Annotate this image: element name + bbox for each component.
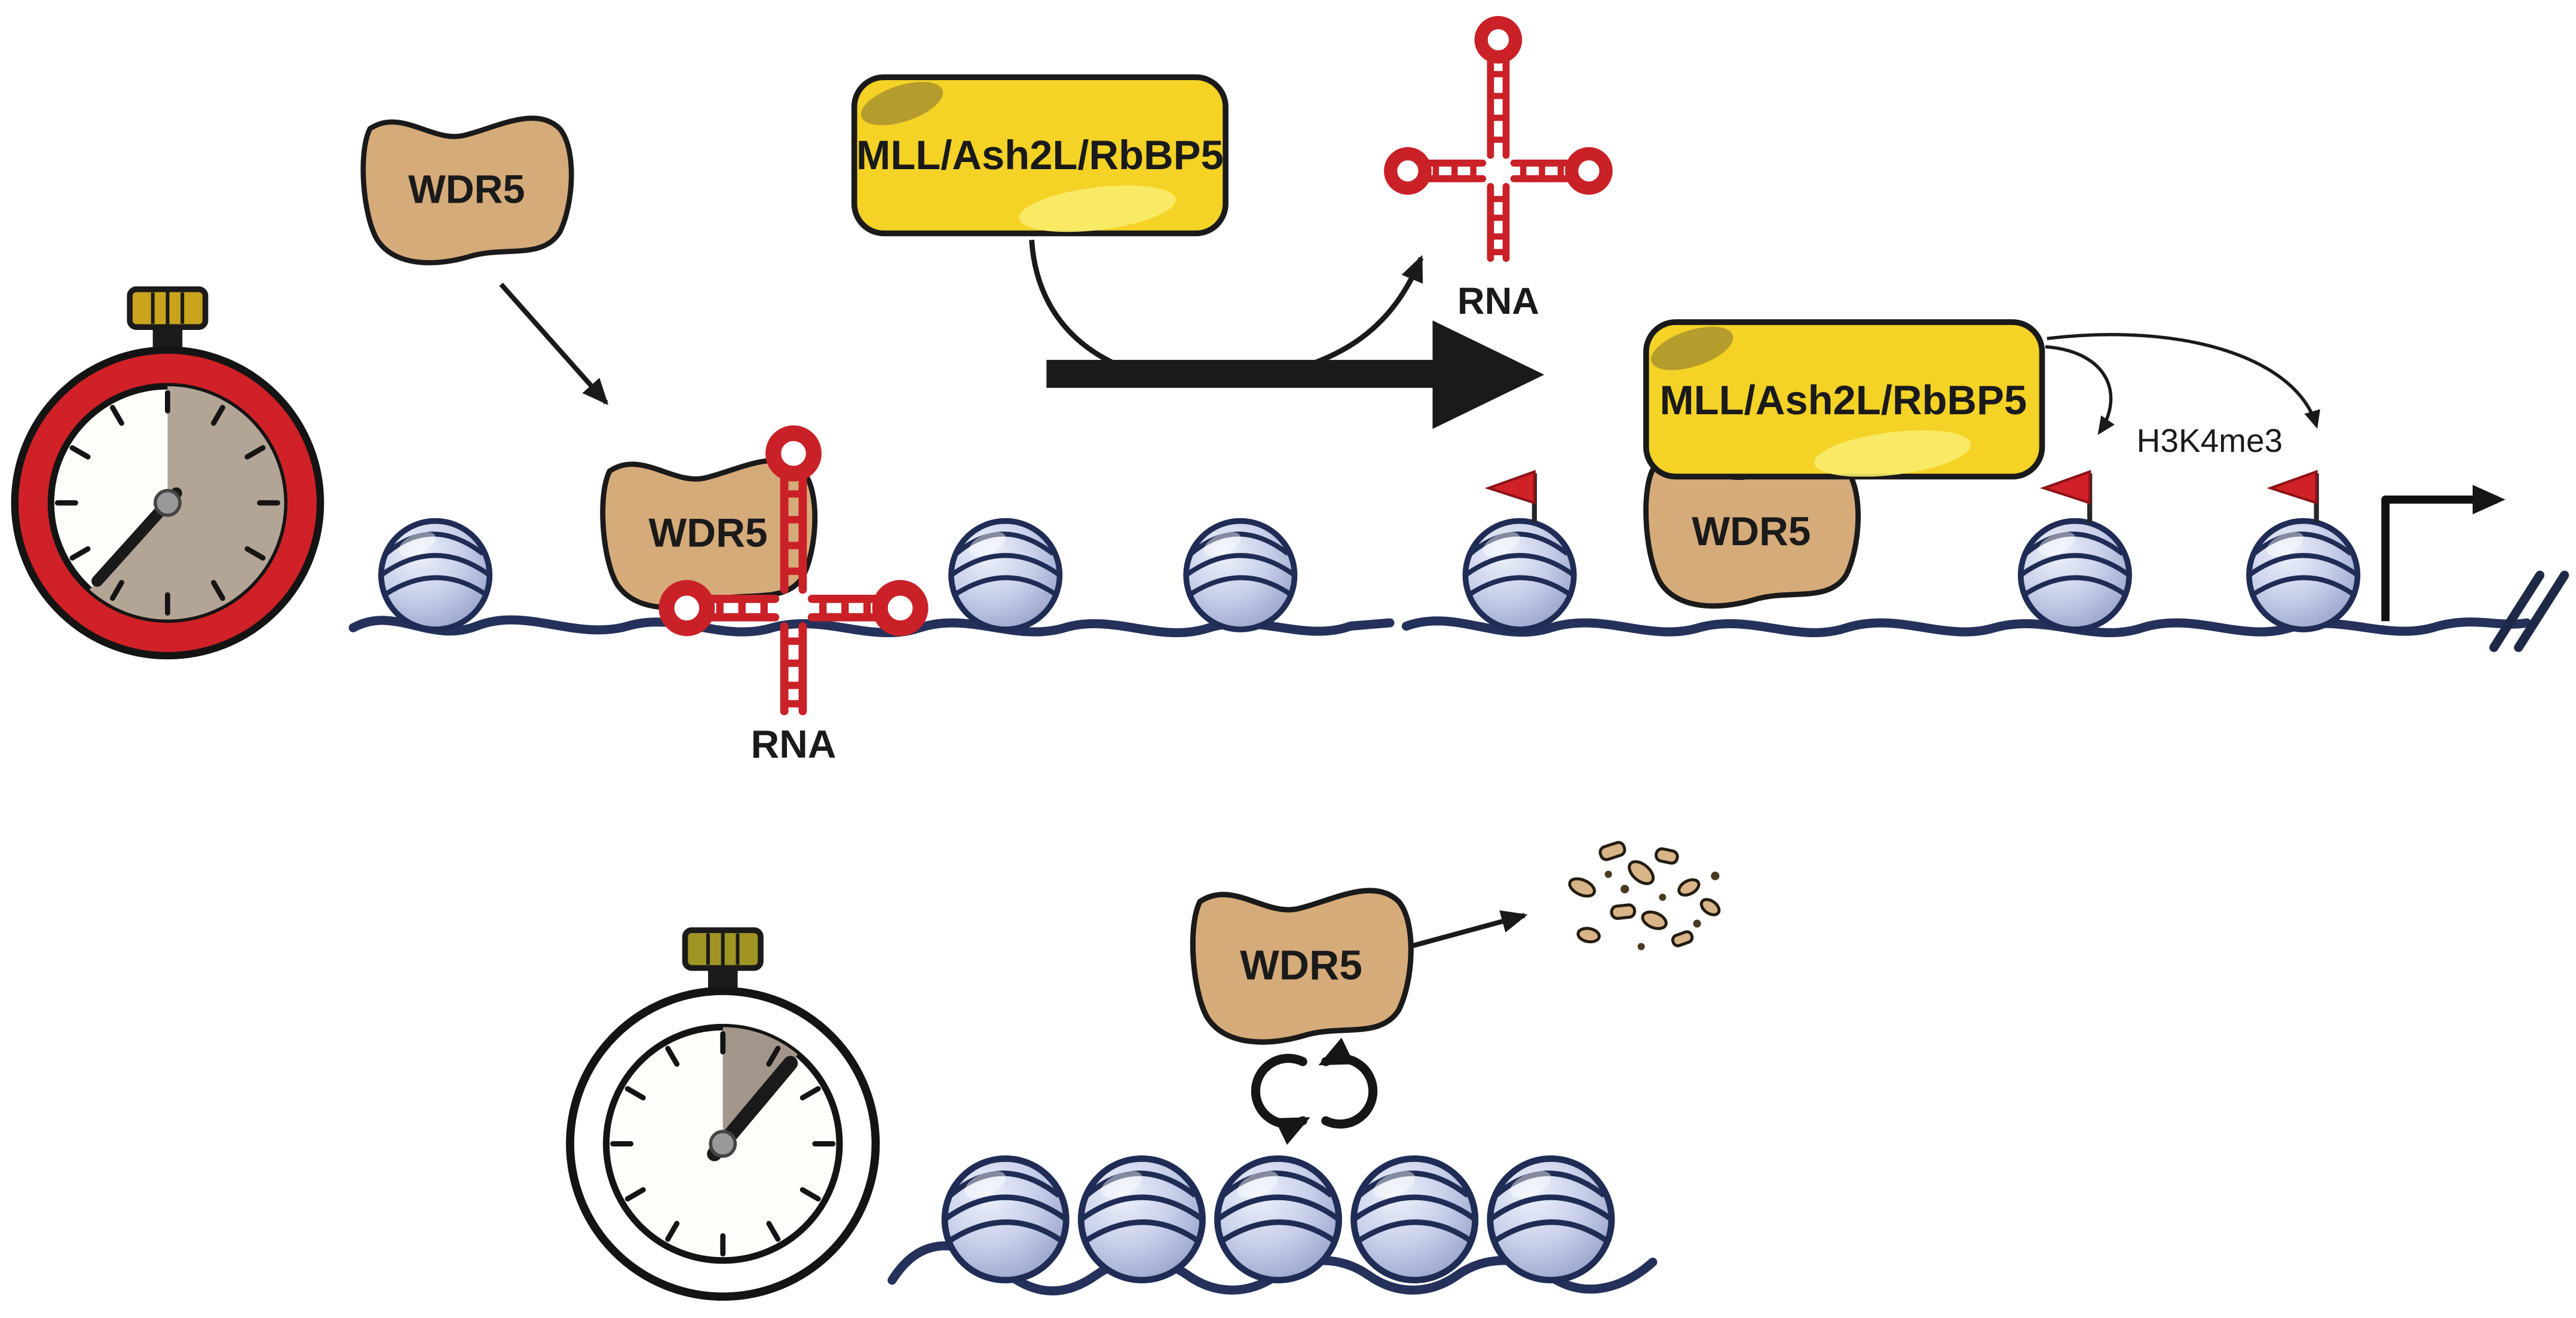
nucleosome [381,521,489,629]
rna-released-label: RNA [1457,280,1539,322]
h3k4me3-label: H3K4me3 [2137,422,2283,459]
box-shading [860,81,1176,233]
late-stopwatch-icon [566,927,880,1301]
nucleosome [1186,521,1294,629]
nucleosome [1217,1158,1338,1280]
nucleosome [1465,521,1573,629]
rna-cruciform [1390,23,1606,258]
box-shading [1651,326,1971,477]
reaction-arrow-shaft [1046,360,1438,388]
h3k4me3-flag-icon [2271,472,2317,522]
nucleosome [945,1158,1066,1280]
reaction-arrow-head [1432,320,1545,429]
nucleosome [1354,1158,1475,1280]
nucleosome [1081,1158,1202,1280]
degradation-arrow [1408,910,1528,949]
stopwatch-crown [127,286,209,348]
rna-released-structure [1390,23,1606,258]
wdr5-chromatin-label: WDR5 [648,511,767,556]
mll-complex-label: MLL/Ash2L/RbBP5 [1659,377,2027,423]
mll-complex-free: MLL/Ash2L/RbBP5 [851,74,1229,237]
nucleosome [1490,1158,1612,1280]
wdr5-binding-arrow [499,282,609,405]
chromatin-fiber-left [348,615,1395,638]
nucleosome [2021,521,2129,629]
rna-bound-label: RNA [751,721,836,766]
elapsed-time-sector [89,386,284,620]
methylation-arrow-near [2045,345,2115,435]
stopwatch-hub [709,1130,737,1158]
wdr5-chromatin-bound: WDR5 [603,460,815,607]
wdr5-free-label: WDR5 [408,167,525,212]
h3k4me3-flag-icon [2044,472,2090,522]
stopwatch-hub [154,488,182,517]
fiber-break-icon [2489,570,2569,652]
wdr5-turnover: WDR5 [1193,891,1411,1042]
early-stopwatch-icon [11,286,324,660]
mll-complex-label: MLL/Ash2L/RbBP5 [856,132,1224,178]
wdr5-recruited: WDR5 [1646,458,1858,606]
h3k4me3-flag-icon [1488,472,1534,522]
degraded-protein-fragments [1568,840,1721,950]
reaction-arrow [1046,320,1545,429]
nucleosome [2249,521,2357,629]
transcription-start-arrow-icon [2381,485,2505,622]
stopwatch-crown [682,927,764,990]
methylation-arrow-far [2047,333,2320,429]
mll-complex-recruited: MLL/Ash2L/RbBP5 [1643,319,2045,480]
nucleosome [951,521,1059,629]
wdr5-free: WDR5 [363,118,571,263]
wdr5-recruited-label: WDR5 [1692,509,1811,554]
chromatin-fiber-right [1401,616,2532,638]
turnover-cycle-icon [1251,1037,1378,1145]
wdr5-turnover-label: WDR5 [1240,941,1362,988]
